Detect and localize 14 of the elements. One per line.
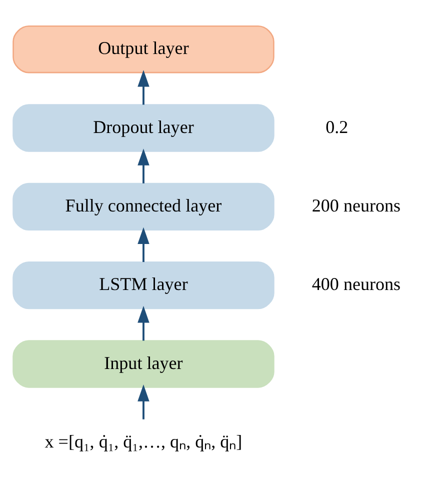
arrow xyxy=(138,227,150,262)
node-label: 200 neurons xyxy=(312,195,401,216)
node-label: 0.2 xyxy=(326,116,348,137)
node-box: Output layer xyxy=(12,26,274,74)
arrow xyxy=(138,384,150,420)
node-box: Fully connected layer xyxy=(12,182,274,231)
node-text: x =[q₁, q̇₁, q̈₁,…, qₙ, q̇ₙ, q̈ₙ] xyxy=(44,431,242,452)
node-box: LSTM layer xyxy=(12,261,274,310)
arrow xyxy=(138,306,150,341)
node-box: Input layer xyxy=(12,340,274,388)
node-box: Dropout layer xyxy=(12,104,274,152)
node-label: 400 neurons xyxy=(312,274,401,294)
arrow xyxy=(138,148,150,184)
arrow xyxy=(138,70,150,105)
